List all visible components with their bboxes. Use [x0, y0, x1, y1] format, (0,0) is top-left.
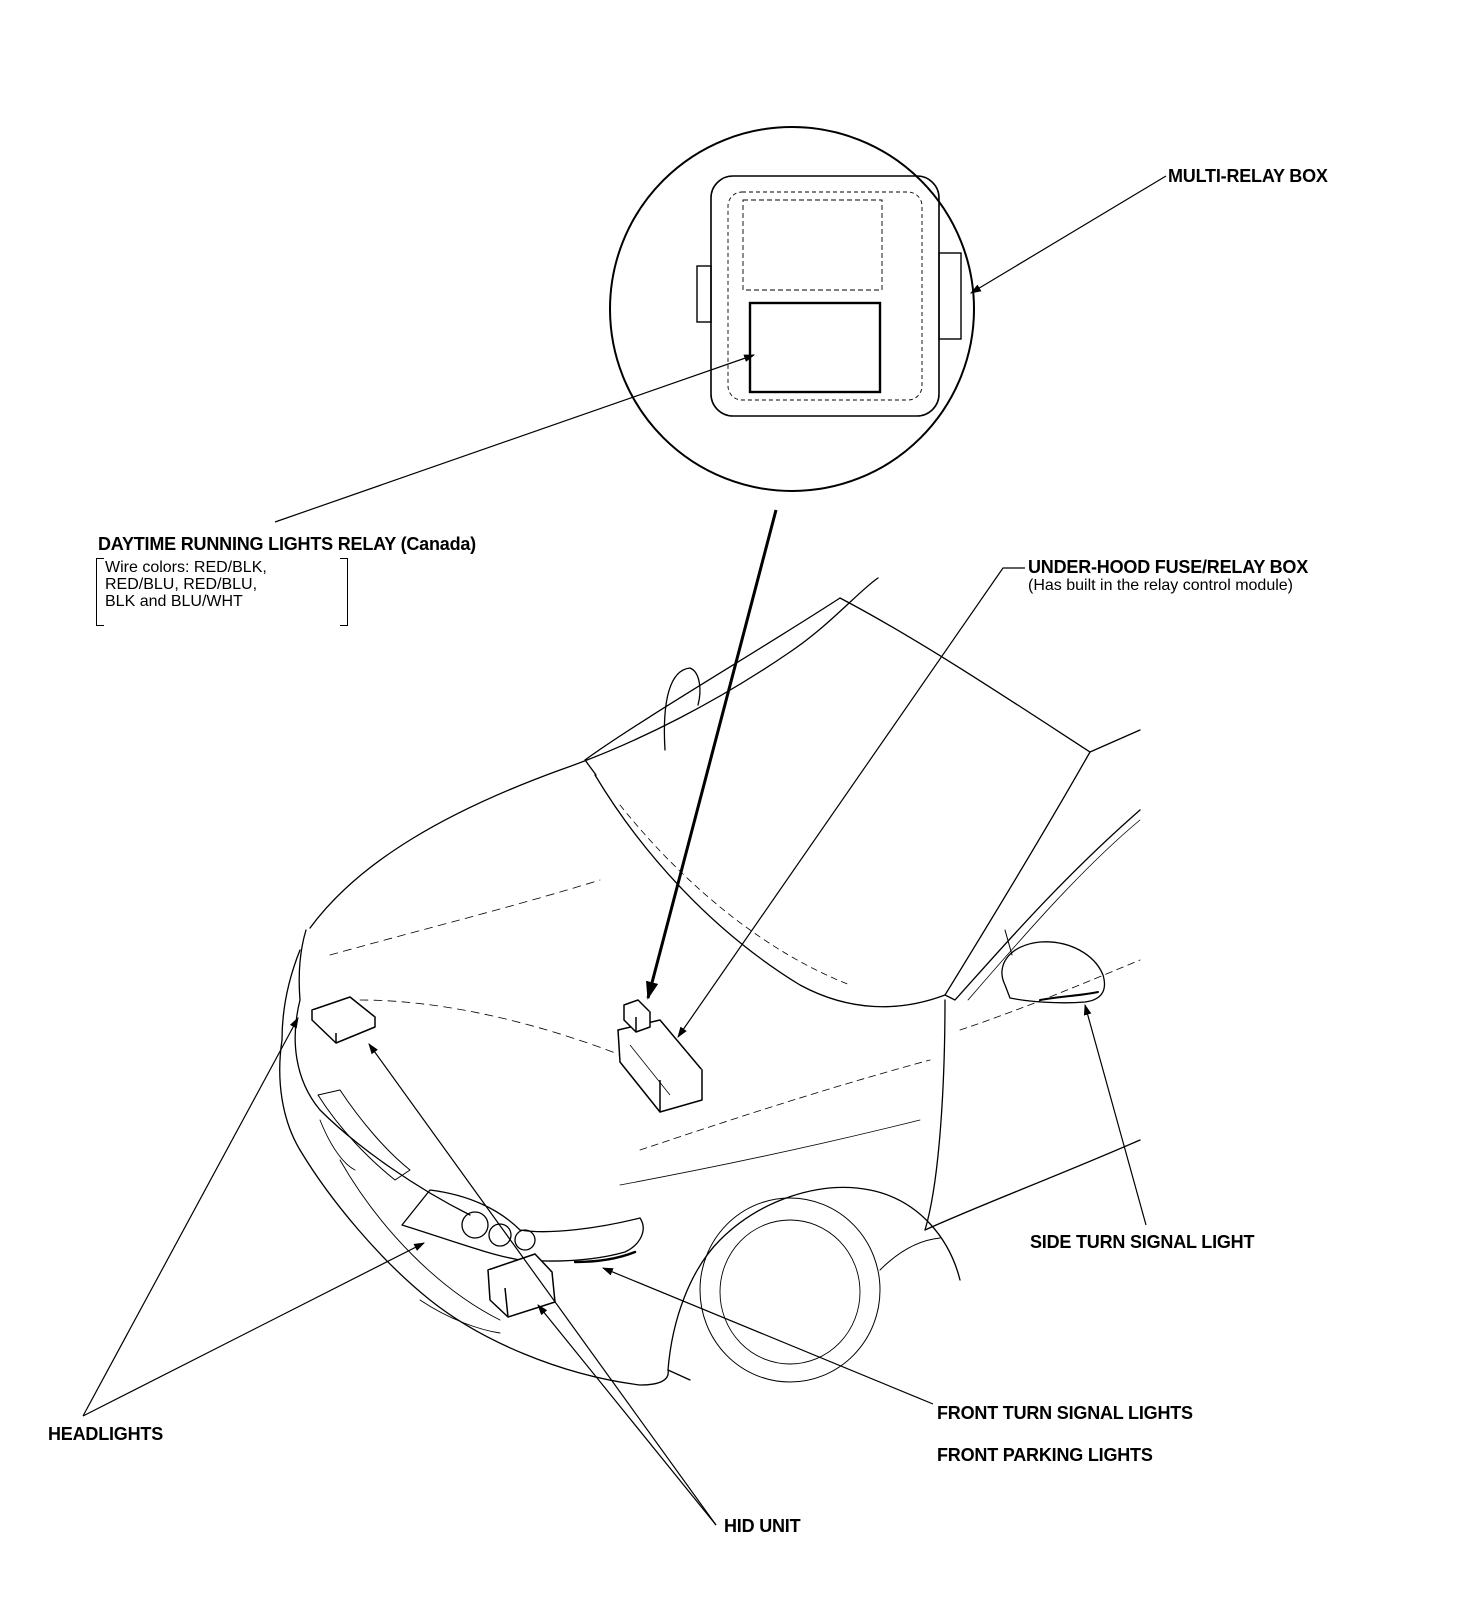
wire-colors-bracket-left — [96, 558, 104, 626]
label-hid-unit: HID UNIT — [724, 1516, 801, 1536]
label-front-parking: FRONT PARKING LIGHTS — [937, 1445, 1153, 1465]
leader-lines — [82, 175, 1167, 1526]
wire-colors-bracket-right — [340, 558, 348, 626]
wire-colors-note: Wire colors: RED/BLK, RED/BLU, RED/BLU, … — [105, 559, 267, 610]
leader-hid-left — [368, 1043, 717, 1526]
label-front-turn-signal: FRONT TURN SIGNAL LIGHTS — [937, 1403, 1193, 1423]
label-under-hood-box: UNDER-HOOD FUSE/RELAY BOX — [1028, 557, 1309, 577]
label-drl-relay-region: (Canada) — [400, 534, 477, 554]
leader-multi-relay — [970, 175, 1167, 294]
label-multi-relay-box: MULTI-RELAY BOX — [1168, 166, 1328, 186]
leader-front-turn — [601, 1267, 934, 1405]
leader-side-turn — [1083, 1003, 1147, 1226]
label-drl-relay: DAYTIME RUNNING LIGHTS RELAY — [98, 534, 397, 554]
leader-drl-relay — [274, 354, 756, 523]
headlight-lens — [401, 1189, 644, 1262]
leader-hid-right — [537, 1304, 717, 1526]
multi-relay-box-housing — [710, 175, 940, 417]
drl-relay-highlight — [748, 301, 882, 394]
detail-circle — [609, 126, 975, 492]
wire-colors-line: BLK and BLU/WHT — [105, 593, 243, 610]
label-side-turn-signal: SIDE TURN SIGNAL LIGHT — [1030, 1232, 1255, 1252]
leader-headlight-right — [82, 1242, 425, 1417]
label-drl-relay-group: DAYTIME RUNNING LIGHTS RELAY (Canada) — [98, 534, 476, 555]
leader-detail-to-car — [646, 509, 778, 1000]
car-outline — [279, 577, 1141, 1386]
label-headlights: HEADLIGHTS — [48, 1424, 164, 1444]
wire-colors-line: Wire colors: RED/BLK, — [105, 559, 267, 576]
side-mirror — [1001, 941, 1106, 1004]
wire-colors-line: RED/BLU, RED/BLU, — [105, 576, 258, 593]
leader-headlight-left — [82, 1017, 299, 1417]
label-under-hood-note: (Has built in the relay control module) — [1028, 577, 1294, 594]
leader-under-hood — [677, 567, 1025, 1038]
components — [311, 996, 703, 1318]
